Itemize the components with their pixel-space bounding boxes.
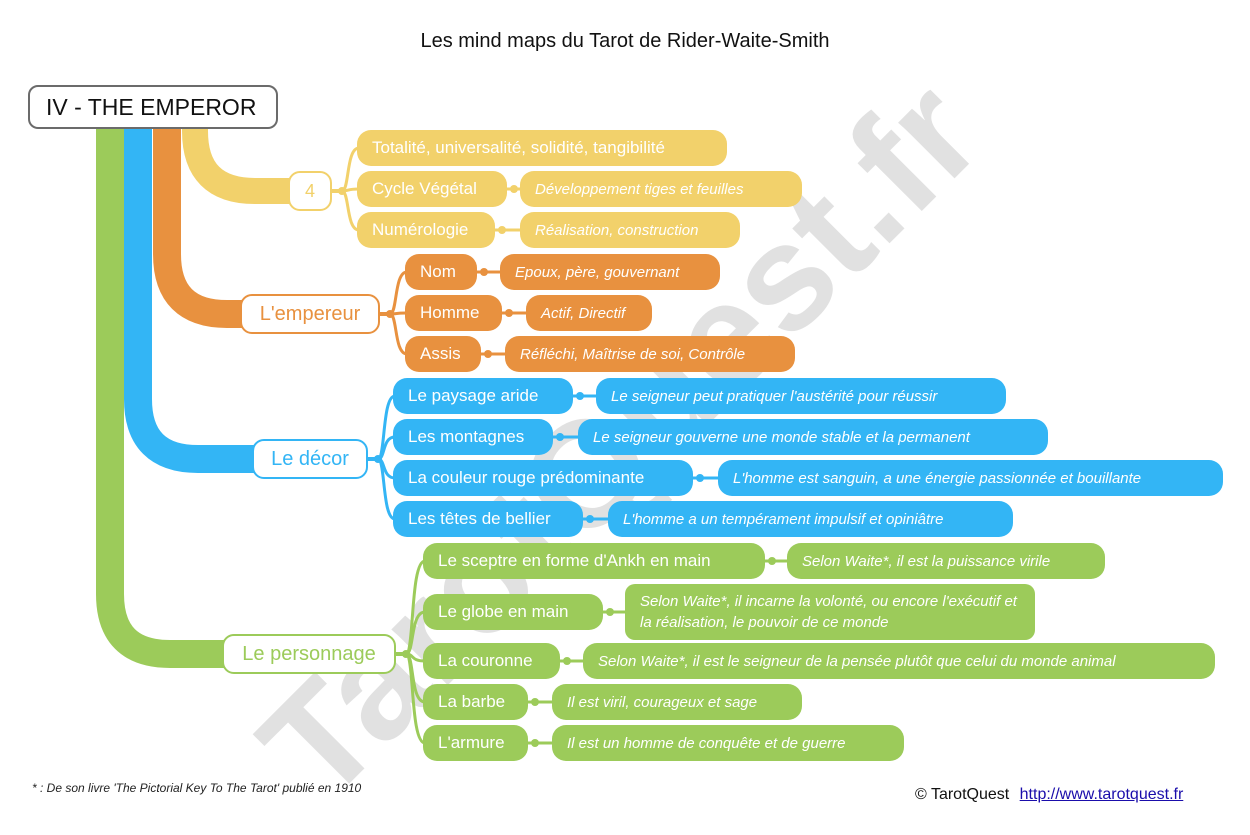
footnote: * : De son livre 'The Pictorial Key To T… bbox=[32, 781, 362, 795]
page-title: Les mind maps du Tarot de Rider-Waite-Sm… bbox=[420, 30, 830, 52]
detail-empereur-2: Réfléchi, Maîtrise de soi, Contrôle bbox=[505, 336, 795, 372]
edge-empereur-2 bbox=[389, 312, 408, 356]
item-decor-1: Les montagnes bbox=[393, 419, 553, 455]
edge-decor-3 bbox=[376, 457, 396, 521]
detail-decor-1: Le seigneur gouverne une monde stable et… bbox=[578, 419, 1048, 455]
trunk-empereur bbox=[153, 125, 242, 328]
root-node: IV - THE EMPEROR bbox=[28, 85, 278, 129]
branch-node-personnage: Le personnage bbox=[222, 634, 396, 674]
item-empereur-2: Assis bbox=[405, 336, 481, 372]
edge-decor-0 bbox=[376, 394, 396, 461]
copyright-line: © TarotQuest http://www.tarotquest.fr bbox=[915, 786, 1183, 804]
detail-dot-personnage-3 bbox=[531, 698, 539, 706]
detail-dot-empereur-1 bbox=[505, 309, 513, 317]
trunk-numero bbox=[182, 125, 290, 204]
trunk-personnage bbox=[96, 125, 224, 668]
trunk-decor bbox=[124, 125, 254, 473]
detail-personnage-1: Selon Waite*, il incarne la volonté, ou … bbox=[625, 584, 1035, 640]
detail-decor-2: L'homme est sanguin, a une énergie passi… bbox=[718, 460, 1223, 496]
detail-dot-decor-3 bbox=[586, 515, 594, 523]
detail-dot-decor-2 bbox=[696, 474, 704, 482]
detail-dot-numero-1 bbox=[510, 185, 518, 193]
detail-empereur-0: Epoux, père, gouvernant bbox=[500, 254, 720, 290]
item-decor-0: Le paysage aride bbox=[393, 378, 573, 414]
detail-dot-numero-2 bbox=[498, 226, 506, 234]
item-decor-3: Les têtes de bellier bbox=[393, 501, 583, 537]
item-numero-1: Cycle Végétal bbox=[357, 171, 507, 207]
detail-numero-1: Développement tiges et feuilles bbox=[520, 171, 802, 207]
detail-personnage-4: Il est un homme de conquête et de guerre bbox=[552, 725, 904, 761]
detail-dot-personnage-0 bbox=[768, 557, 776, 565]
item-personnage-1: Le globe en main bbox=[423, 594, 603, 630]
branch-node-empereur: L'empereur bbox=[240, 294, 380, 334]
detail-empereur-1: Actif, Directif bbox=[526, 295, 652, 331]
item-empereur-1: Homme bbox=[405, 295, 502, 331]
detail-decor-0: Le seigneur peut pratiquer l'austérité p… bbox=[596, 378, 1006, 414]
detail-dot-decor-0 bbox=[576, 392, 584, 400]
detail-dot-decor-1 bbox=[556, 433, 564, 441]
item-personnage-4: L'armure bbox=[423, 725, 528, 761]
item-personnage-0: Le sceptre en forme d'Ankh en main bbox=[423, 543, 765, 579]
detail-dot-personnage-1 bbox=[606, 608, 614, 616]
detail-decor-3: L'homme a un tempérament impulsif et opi… bbox=[608, 501, 1013, 537]
item-decor-2: La couleur rouge prédominante bbox=[393, 460, 693, 496]
detail-dot-empereur-2 bbox=[484, 350, 492, 358]
detail-dot-empereur-0 bbox=[480, 268, 488, 276]
copyright-text: © TarotQuest bbox=[915, 786, 1010, 803]
item-numero-0: Totalité, universalité, solidité, tangib… bbox=[357, 130, 727, 166]
detail-personnage-2: Selon Waite*, il est le seigneur de la p… bbox=[583, 643, 1215, 679]
branch-node-numero: 4 bbox=[288, 171, 332, 211]
edge-personnage-1 bbox=[405, 610, 426, 656]
item-numero-2: Numérologie bbox=[357, 212, 495, 248]
detail-dot-personnage-4 bbox=[531, 739, 539, 747]
detail-numero-2: Réalisation, construction bbox=[520, 212, 740, 248]
edge-numero-2 bbox=[341, 189, 360, 232]
detail-personnage-3: Il est viril, courageux et sage bbox=[552, 684, 802, 720]
item-empereur-0: Nom bbox=[405, 254, 477, 290]
branch-node-decor: Le décor bbox=[252, 439, 368, 479]
detail-dot-personnage-2 bbox=[563, 657, 571, 665]
item-personnage-2: La couronne bbox=[423, 643, 560, 679]
edge-personnage-4 bbox=[404, 652, 426, 745]
item-personnage-3: La barbe bbox=[423, 684, 528, 720]
detail-personnage-0: Selon Waite*, il est la puissance virile bbox=[787, 543, 1105, 579]
website-link[interactable]: http://www.tarotquest.fr bbox=[1019, 786, 1184, 803]
